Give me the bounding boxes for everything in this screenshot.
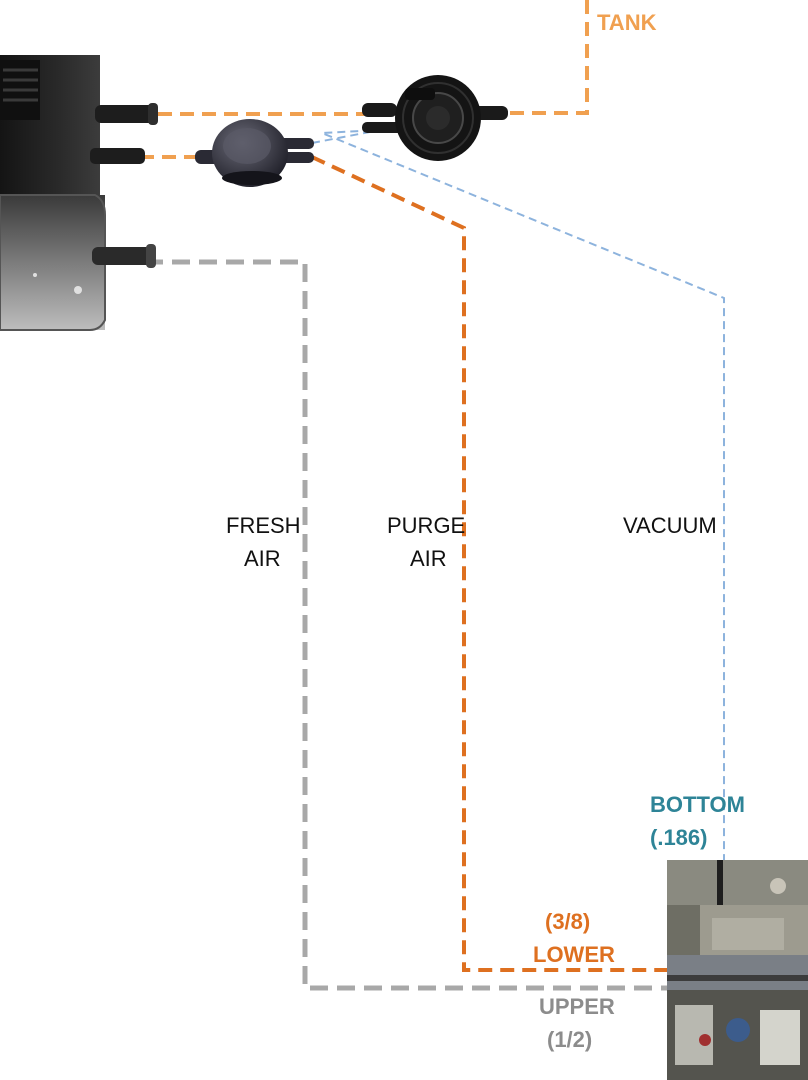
purge-air-label-line1: PURGE <box>387 513 466 538</box>
vacuum-valve-image <box>195 119 314 187</box>
throttle-body-image <box>667 860 808 1080</box>
vacuum-label: VACUUM <box>623 513 717 538</box>
tank-label: TANK <box>597 10 657 35</box>
upper-port-label-line1: UPPER <box>539 994 615 1019</box>
lower-port-label-line2: LOWER <box>533 942 615 967</box>
bottom-port-label-line2: (.186) <box>650 825 708 850</box>
vacuum-line <box>311 129 725 862</box>
fresh-air-label-line2: AIR <box>244 546 281 571</box>
purge-air-line <box>311 155 755 972</box>
upper-port-label-line2: (1/2) <box>547 1027 593 1052</box>
tank-line <box>500 0 589 115</box>
fresh-air-line <box>145 259 690 991</box>
charcoal-canister-image <box>0 55 158 331</box>
purge-valve-image <box>362 75 508 161</box>
bottom-port-label-line1: BOTTOM <box>650 792 745 817</box>
purge-air-label-line2: AIR <box>410 546 447 571</box>
fresh-air-label-line1: FRESH <box>226 513 301 538</box>
lower-port-label-line1: (3/8) <box>545 909 591 934</box>
